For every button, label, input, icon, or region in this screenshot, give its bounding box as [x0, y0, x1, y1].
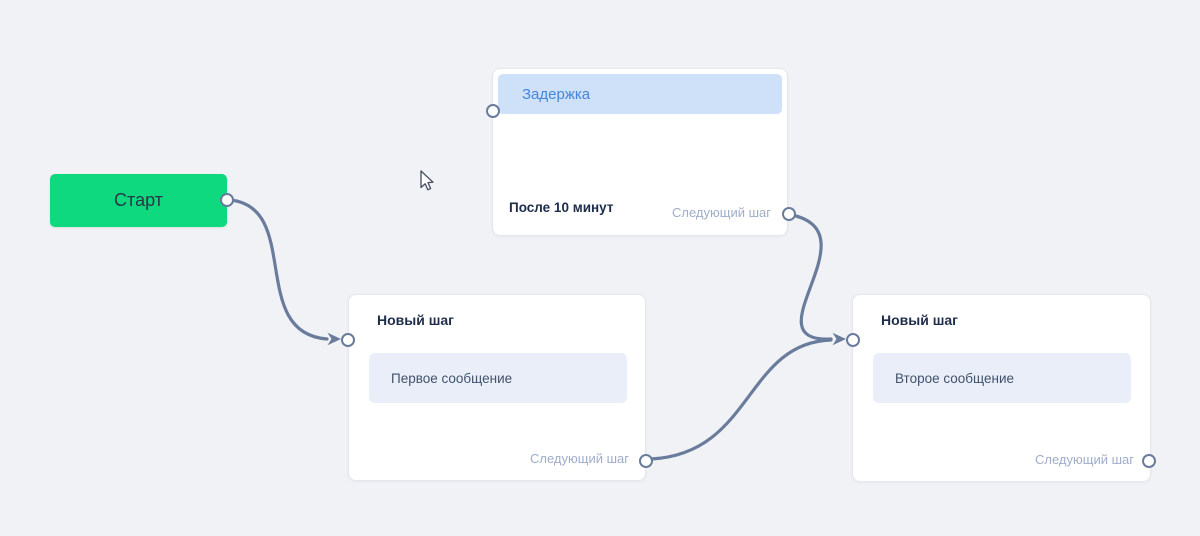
step1-node[interactable]: Новый шаг Первое сообщение Следующий шаг [341, 294, 653, 481]
step1-message-text: Первое сообщение [391, 370, 513, 386]
delay-node-title: Задержка [522, 85, 591, 103]
edge-start-to-step1[interactable] [228, 198, 329, 341]
step1-output-port[interactable] [639, 454, 653, 468]
next-step-label: Следующий шаг [672, 205, 771, 220]
delay-input-port[interactable] [486, 104, 500, 118]
step2-node-title: Новый шаг [881, 312, 959, 328]
step1-input-port[interactable] [341, 333, 355, 347]
step2-input-port[interactable] [846, 333, 860, 347]
delay-output-port[interactable] [782, 207, 796, 221]
delay-condition-text: После 10 минут [509, 200, 614, 215]
step1-node-title: Новый шаг [377, 312, 455, 328]
mouse-cursor-icon [420, 170, 434, 191]
step2-message-text: Второе сообщение [895, 370, 1014, 386]
step1-message-block[interactable]: Первое сообщение [369, 353, 627, 403]
delay-node[interactable]: Задержка После 10 минут Следующий шаг [486, 68, 796, 236]
start-node[interactable]: Старт [50, 174, 234, 227]
arrowhead-step2 [832, 332, 846, 346]
step2-output-port[interactable] [1142, 454, 1156, 468]
next-step-label: Следующий шаг [530, 451, 629, 466]
start-output-port[interactable] [220, 193, 234, 207]
arrowhead-step1 [327, 332, 341, 346]
edge-delay-to-step2[interactable] [790, 213, 833, 341]
delay-node-header[interactable]: Задержка [498, 74, 782, 114]
next-step-label: Следующий шаг [1035, 452, 1134, 467]
step2-message-block[interactable]: Второе сообщение [873, 353, 1131, 403]
start-node-label: Старт [114, 190, 163, 210]
step2-node[interactable]: Новый шаг Второе сообщение Следующий шаг [846, 294, 1156, 482]
edge-step1-to-step2[interactable] [649, 338, 833, 461]
